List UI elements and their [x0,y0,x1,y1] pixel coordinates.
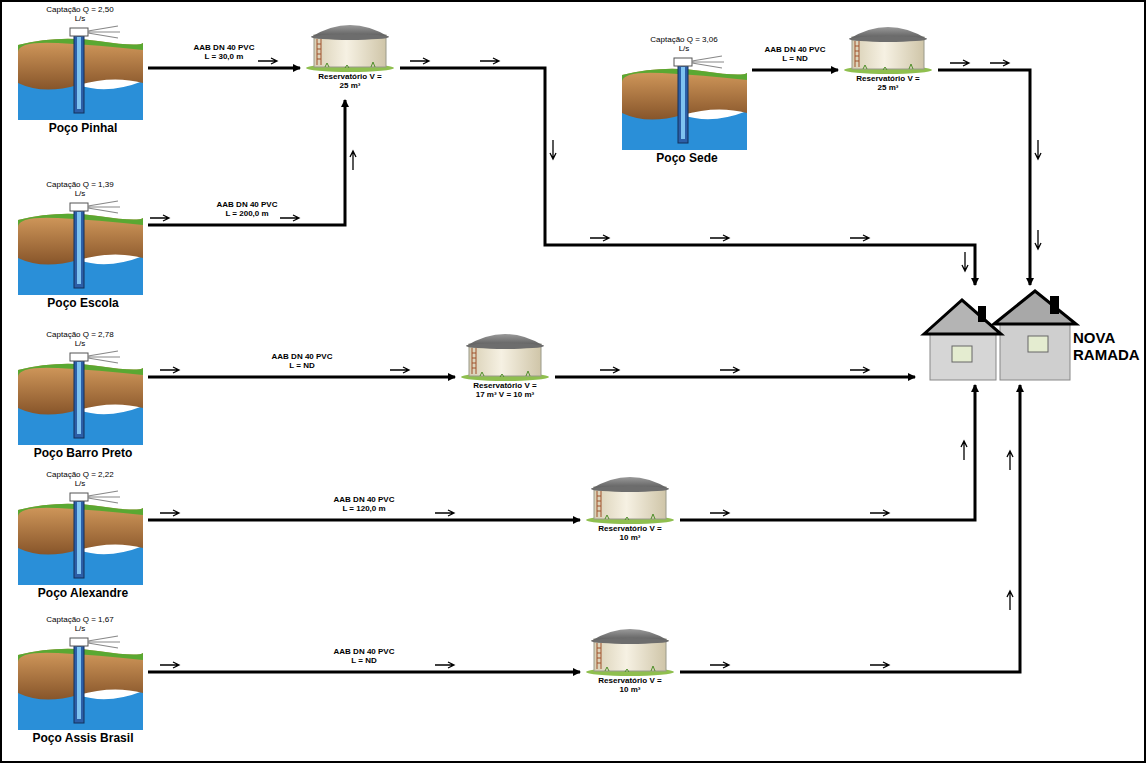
flow-arrow [160,510,179,516]
reservoir-node: Reservatório V = 25 m³ [300,15,400,100]
well-name: Poço Alexandre [18,587,148,601]
reservoir-text: Reservatório V = 25 m³ [317,72,383,90]
well-node: Captação Q = 3,06 L/sPoço Sede [622,35,752,170]
well-name: Poço Barro Preto [18,447,148,461]
flow-rate-text: Captação Q = 2,50 L/s [40,5,120,23]
pipe-line [400,68,975,285]
well-name: Poço Pinhal [18,122,148,136]
well-node: Captação Q = 2,78 L/sPoço Barro Preto [18,330,148,465]
reservoir-text: Reservatório V = 10 m³ [597,676,663,694]
reservoir-node: Reservatório V = 25 m³ [838,17,938,102]
well-name: Poço Sede [622,152,752,166]
flow-rate-text: Captação Q = 3,06 L/s [644,35,724,53]
well-node: Captação Q = 1,39 L/sPoço Escola [18,180,148,315]
flow-arrow [710,235,729,241]
pipe-line [938,70,1030,285]
pipe-label: AAB DN 40 PVC L = 120,0 m [331,495,397,513]
flow-arrow [410,58,429,64]
flow-arrow [710,510,729,516]
flow-rate-text: Captação Q = 1,67 L/s [40,615,120,633]
flow-arrow [870,510,889,516]
tank-illustration [586,629,674,676]
reservoir-node: Reservatório V = 10 m³ [580,467,680,552]
well-illustration [18,201,143,295]
flow-arrow [350,151,356,170]
pipe-line [148,519,580,522]
reservoir-text: Reservatório V = 10 m³ [597,524,663,542]
flow-arrow [961,441,967,460]
flow-arrow [390,367,409,373]
flow-arrow [1035,230,1041,249]
pipe-line [148,100,345,225]
pipe-label: AAB DN 40 PVC L = ND [269,352,335,370]
flow-rate-text: Captação Q = 2,78 L/s [40,330,120,348]
town-name: NOVA RAMADA [1073,329,1137,364]
flow-arrow [850,367,869,373]
flow-arrow [550,140,556,159]
flow-arrow [480,58,499,64]
tank-illustration [844,27,932,74]
flow-arrow [1035,140,1041,159]
flow-arrow [710,662,729,668]
flow-arrow [950,60,969,66]
pipe-line [555,376,915,379]
flow-arrow [160,662,179,668]
pipe-label: AAB DN 40 PVC L = 30,0 m [191,43,257,61]
flow-rate-text: Captação Q = 1,39 L/s [40,180,120,198]
flow-arrow [150,215,169,221]
flow-arrow [850,235,869,241]
tank-illustration [306,25,394,72]
flow-arrow [990,60,1009,66]
well-illustration [622,56,747,150]
reservoir-node: Reservatório V = 10 m³ [580,619,680,704]
well-illustration [18,636,143,730]
pipe-line [148,67,300,70]
well-illustration [18,491,143,585]
reservoir-node: Reservatório V = 17 m³ V = 10 m³ [455,324,555,409]
flow-arrow [590,235,609,241]
pipe-line [752,69,838,72]
pipe-label: AAB DN 40 PVC L = ND [762,45,828,63]
flow-arrow [1007,591,1013,610]
pipe-line [680,385,975,520]
pipe-label: AAB DN 40 PVC L = ND [331,647,397,665]
well-illustration [18,26,143,120]
reservoir-text: Reservatório V = 17 m³ V = 10 m³ [472,381,538,399]
flow-arrow [962,252,968,271]
reservoir-text: Reservatório V = 25 m³ [855,74,921,92]
well-node: Captação Q = 2,50 L/sPoço Pinhal [18,5,148,140]
flow-arrow [870,662,889,668]
houses-illustration [924,291,1076,380]
flow-rate-text: Captação Q = 2,22 L/s [40,470,120,488]
flow-arrow [600,367,619,373]
town-node: NOVA RAMADA [915,285,1140,385]
flow-arrow [435,662,454,668]
well-name: Poço Assis Brasil [18,732,148,746]
flow-arrow [258,58,277,64]
pipe-label: AAB DN 40 PVC L = 200,0 m [214,200,280,218]
tank-illustration [461,334,549,381]
flow-arrow [720,367,739,373]
flow-arrows [150,58,1041,668]
flow-arrow [160,367,179,373]
tank-illustration [586,477,674,524]
well-illustration [18,351,143,445]
pipe-line [148,376,455,379]
flow-arrow [280,215,299,221]
well-node: Captação Q = 2,22 L/sPoço Alexandre [18,470,148,605]
well-node: Captação Q = 1,67 L/sPoço Assis Brasil [18,615,148,750]
flow-arrow [435,510,454,516]
pipe-line [680,385,1020,672]
pipe-line [148,671,580,674]
flow-arrow [1007,451,1013,470]
well-name: Poço Escola [18,297,148,311]
